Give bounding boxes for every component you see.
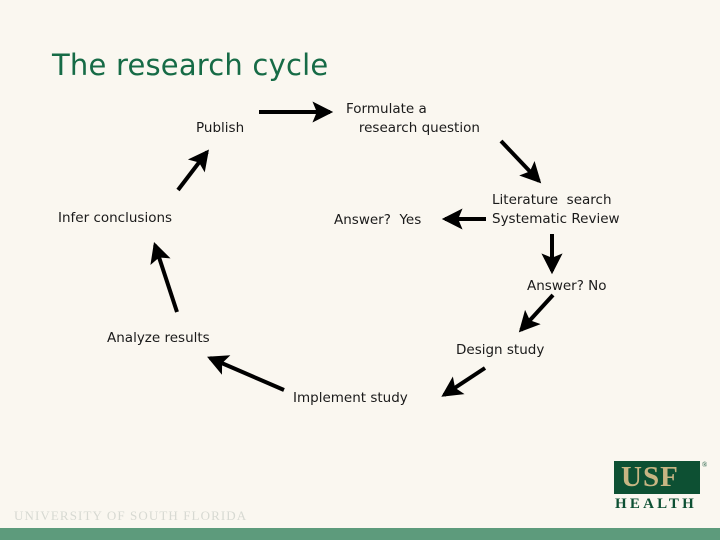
arrow-formulate-to-literature (499, 139, 542, 184)
page-title: The research cycle (52, 48, 329, 82)
arrow-implement-to-analyze (207, 355, 285, 392)
usf-logo-mark: USF (621, 461, 679, 493)
node-formulate-research-question: Formulate a research question (346, 101, 480, 136)
node-design-study: Design study (456, 342, 545, 358)
usf-health-logo: USF ® HEALTH (614, 461, 710, 517)
university-watermark: UNIVERSITY OF SOUTH FLORIDA (14, 508, 248, 523)
arrow-answer-no-to-design (518, 293, 555, 333)
node-analyze-results: Analyze results (107, 330, 210, 346)
usf-logo-subtitle: HEALTH (615, 496, 698, 512)
registered-trademark-icon: ® (702, 461, 708, 469)
arrow-infer-to-publish (176, 149, 209, 192)
node-implement-study: Implement study (293, 390, 408, 406)
node-literature-search: Literature search Systematic Review (492, 192, 620, 227)
usf-logo-box (614, 461, 700, 494)
node-answer-yes: Answer? Yes (334, 212, 422, 228)
arrow-analyze-to-infer (150, 241, 179, 313)
arrow-design-to-implement (441, 366, 487, 397)
node-infer-conclusions: Infer conclusions (58, 210, 173, 226)
bottom-accent-bar (0, 528, 720, 540)
node-publish: Publish (196, 120, 245, 136)
node-answer-no: Answer? No (527, 278, 607, 294)
